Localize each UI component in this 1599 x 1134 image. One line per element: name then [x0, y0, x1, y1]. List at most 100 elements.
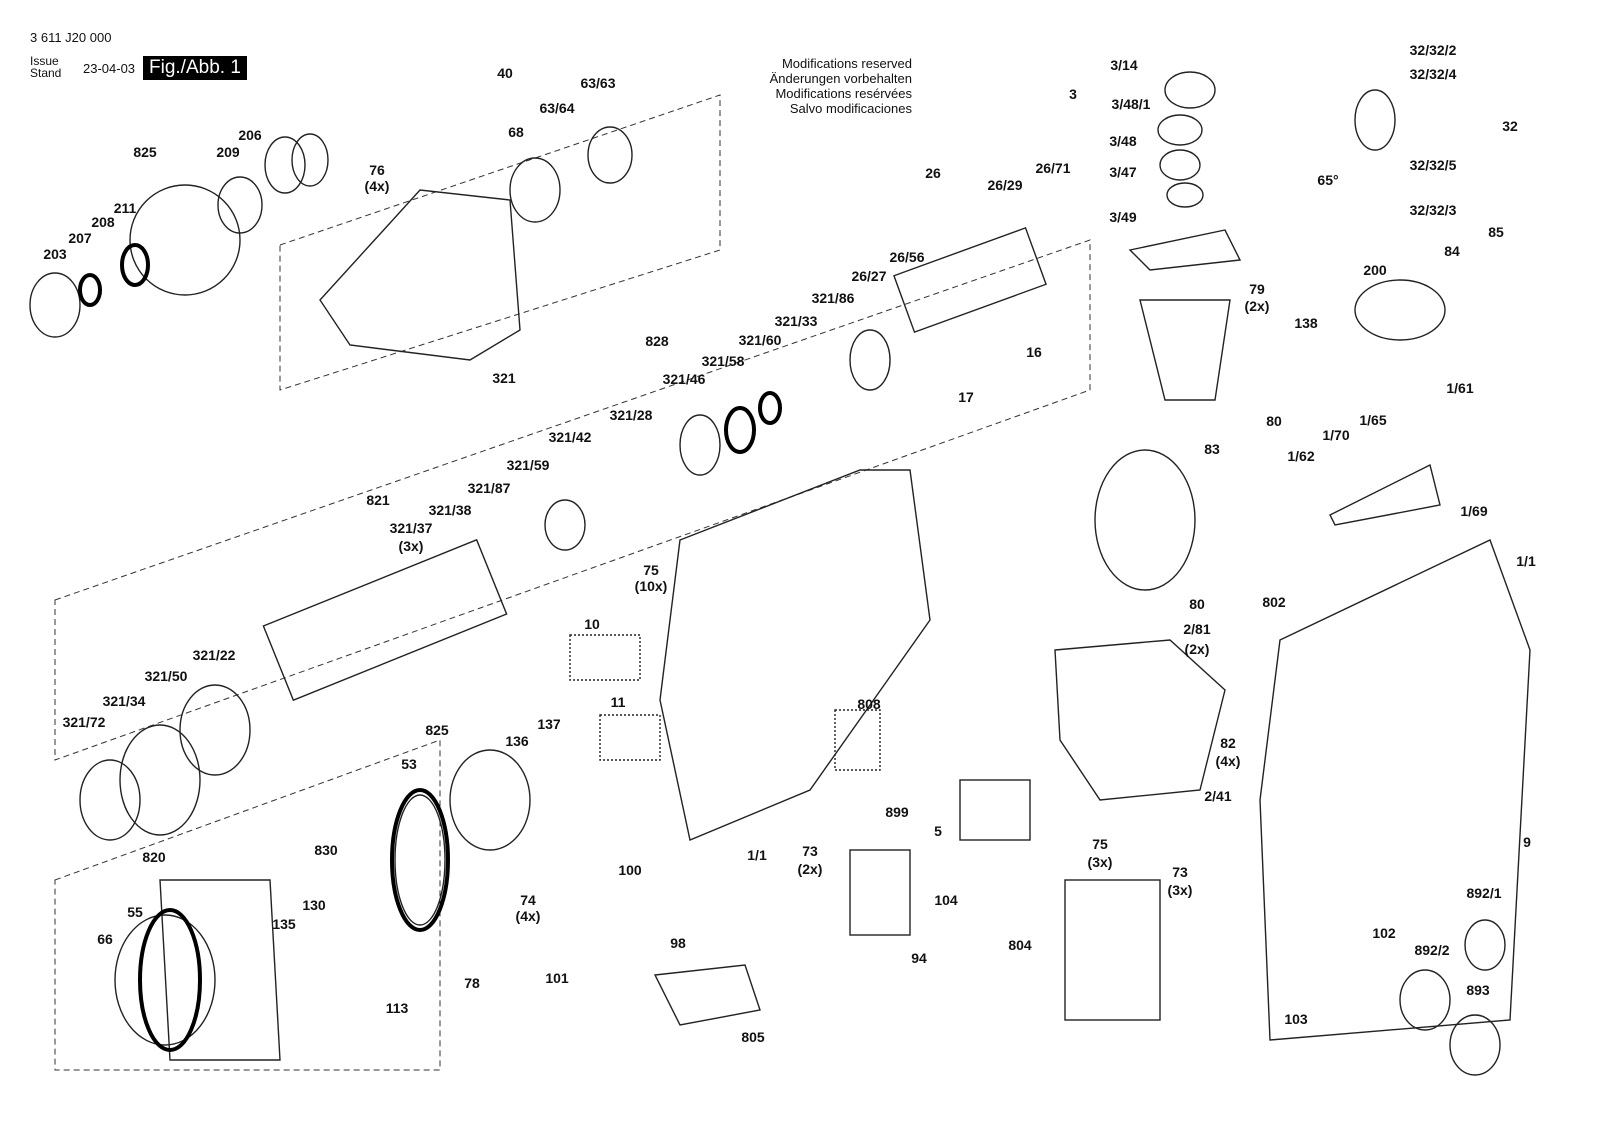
part-label: 321/86	[812, 290, 855, 306]
part-label: 321/58	[702, 353, 745, 369]
part-label: (10x)	[635, 578, 668, 594]
part-label: 63/63	[580, 75, 615, 91]
part-label: 821	[366, 492, 390, 508]
part-label: 100	[618, 862, 642, 878]
part-label: 825	[425, 722, 449, 738]
part-label: 206	[238, 127, 262, 143]
part-label: 211	[114, 200, 137, 216]
o-rings	[78, 243, 782, 1052]
part-label: 820	[142, 849, 166, 865]
part-label: 16	[1026, 344, 1042, 360]
part-label: 55	[127, 904, 143, 920]
part-label: (3x)	[1168, 882, 1193, 898]
part-label: 79	[1249, 281, 1265, 297]
part-label: 102	[1372, 925, 1396, 941]
part-label: 2/81	[1183, 621, 1210, 637]
part-label: 321	[492, 370, 516, 386]
part-label: 94	[911, 950, 927, 966]
part-label: 73	[1172, 864, 1188, 880]
part-label: 321/46	[663, 371, 706, 387]
part-label: 11	[611, 694, 626, 710]
part-label: 130	[302, 897, 326, 913]
part-label: 32/32/4	[1410, 66, 1457, 82]
figure-title: Fig./Abb. 1	[143, 56, 247, 80]
part-label: 10	[584, 616, 600, 632]
part-label: 3/48	[1109, 133, 1136, 149]
part-label: 207	[68, 230, 92, 246]
part-label: 74	[520, 892, 536, 908]
part-label: 321/59	[507, 457, 550, 473]
part-labels: 8252062092112082072034063/6363/646876(4x…	[43, 42, 1536, 1045]
part-label: 808	[857, 696, 881, 712]
part-label: 78	[464, 975, 480, 991]
assembly-boundaries	[54, 94, 1091, 1071]
part-label: 1/70	[1322, 427, 1349, 443]
part-label: 3	[1069, 86, 1077, 102]
part-label: 135	[272, 916, 296, 932]
part-label: 1/69	[1460, 503, 1487, 519]
notice-line: Modifications reserved	[781, 56, 912, 71]
notice-line: Salvo modificaciones	[789, 101, 912, 116]
part-label: 802	[1262, 594, 1286, 610]
part-label: 65°	[1317, 172, 1338, 188]
part-label: (3x)	[1088, 854, 1113, 870]
part-label: 75	[643, 562, 659, 578]
part-label: 68	[508, 124, 524, 140]
part-label: 321/22	[193, 647, 236, 663]
part-label: 321/50	[145, 668, 188, 684]
part-label: 1/62	[1287, 448, 1314, 464]
part-label: 84	[1444, 243, 1460, 259]
part-label: 103	[1284, 1011, 1308, 1027]
part-label: 76	[369, 162, 385, 178]
part-label: 66	[97, 931, 113, 947]
part-label: (2x)	[798, 861, 823, 877]
part-label: 321/38	[429, 502, 472, 518]
part-label: 101	[545, 970, 569, 986]
part-label: 825	[133, 144, 157, 160]
stand-label: Stand	[30, 66, 62, 80]
part-label: 203	[43, 246, 67, 262]
part-label: (4x)	[1216, 753, 1241, 769]
part-label: 321/42	[549, 429, 592, 445]
part-label: 85	[1488, 224, 1504, 240]
part-label: 75	[1092, 836, 1108, 852]
issue-label: Issue	[30, 54, 59, 68]
part-label: 136	[505, 733, 529, 749]
part-label: 208	[91, 214, 115, 230]
part-label: 26/27	[851, 268, 886, 284]
part-label: 32/32/3	[1410, 202, 1457, 218]
part-label: 804	[1008, 937, 1032, 953]
issue-date: 23-04-03	[83, 61, 136, 76]
part-label: 53	[401, 756, 417, 772]
part-label: 82	[1220, 735, 1236, 751]
part-label: 63/64	[539, 100, 574, 116]
part-label: 805	[741, 1029, 765, 1045]
part-label: 321/28	[610, 407, 653, 423]
part-label: 1/61	[1446, 380, 1473, 396]
part-label: 321/87	[468, 480, 511, 496]
part-label: 104	[934, 892, 958, 908]
part-label: 200	[1363, 262, 1387, 278]
notice-line: Änderungen vorbehalten	[769, 71, 912, 86]
part-label: 3/47	[1109, 164, 1136, 180]
part-label: 73	[802, 843, 818, 859]
part-label: 80	[1266, 413, 1282, 429]
part-label: 893	[1466, 982, 1490, 998]
part-label: 321/37	[390, 520, 433, 536]
part-label: 26/71	[1035, 160, 1070, 176]
part-label: 26/56	[889, 249, 924, 265]
modifications-notice: Modifications reserved Änderungen vorbeh…	[740, 56, 912, 116]
part-label: 3/48/1	[1112, 96, 1151, 112]
part-number: 3 611 J20 000	[30, 30, 112, 45]
part-label: (2x)	[1245, 298, 1270, 314]
part-label: 83	[1204, 441, 1220, 457]
part-label: 113	[386, 1000, 409, 1016]
part-label: 209	[216, 144, 240, 160]
part-label: 1/65	[1359, 412, 1386, 428]
part-label: 32/32/2	[1410, 42, 1457, 58]
part-label: 892/2	[1414, 942, 1449, 958]
part-label: 321/60	[739, 332, 782, 348]
part-label: 26	[925, 165, 941, 181]
part-label: 1/1	[1516, 553, 1536, 569]
